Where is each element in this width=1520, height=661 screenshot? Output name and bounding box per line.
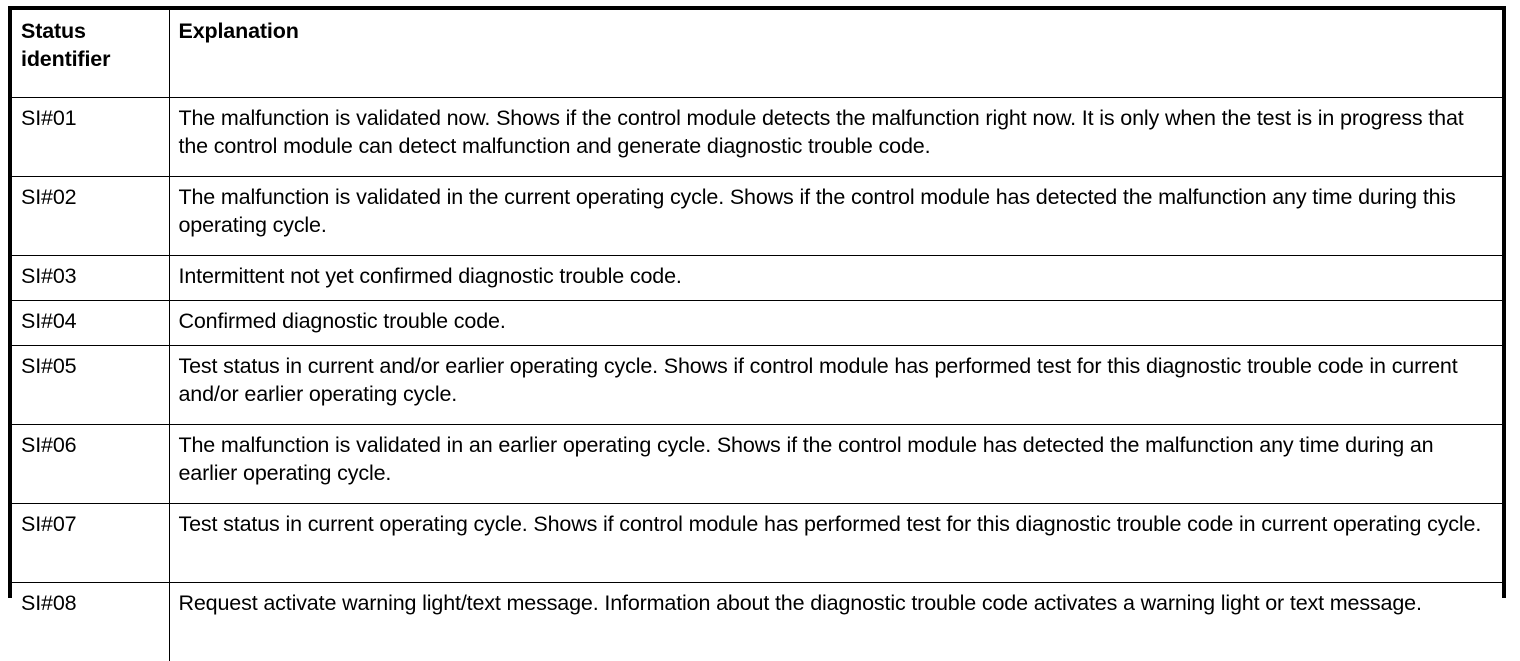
table-header: Status identifier Explanation [12, 10, 1502, 98]
cell-explanation: The malfunction is validated in the curr… [169, 177, 1502, 256]
cell-explanation: The malfunction is validated now. Shows … [169, 98, 1502, 177]
column-header-status-identifier-line2: identifier [21, 45, 161, 73]
cell-status-identifier: SI#03 [12, 256, 169, 301]
status-identifier-table-container: Status identifier Explanation SI#01 The … [8, 6, 1506, 598]
cell-explanation: The malfunction is validated in an earli… [169, 425, 1502, 504]
cell-status-identifier: SI#05 [12, 346, 169, 425]
cell-explanation: Request activate warning light/text mess… [169, 583, 1502, 661]
status-identifier-explanation-table: Status identifier Explanation SI#01 The … [12, 10, 1502, 661]
table-row: SI#05 Test status in current and/or earl… [12, 346, 1502, 425]
column-header-explanation: Explanation [169, 10, 1502, 98]
table-row: SI#07 Test status in current operating c… [12, 504, 1502, 583]
column-header-explanation-line1: Explanation [179, 17, 1495, 45]
cell-explanation: Confirmed diagnostic trouble code. [169, 301, 1502, 346]
column-header-status-identifier: Status identifier [12, 10, 169, 98]
cell-status-identifier: SI#04 [12, 301, 169, 346]
table-row: SI#04 Confirmed diagnostic trouble code. [12, 301, 1502, 346]
cell-explanation: Intermittent not yet confirmed diagnosti… [169, 256, 1502, 301]
cell-status-identifier: SI#08 [12, 583, 169, 661]
table-body: SI#01 The malfunction is validated now. … [12, 98, 1502, 661]
table-row: SI#06 The malfunction is validated in an… [12, 425, 1502, 504]
table-row: SI#08 Request activate warning light/tex… [12, 583, 1502, 661]
cell-status-identifier: SI#02 [12, 177, 169, 256]
table-header-row: Status identifier Explanation [12, 10, 1502, 98]
column-header-status-identifier-line1: Status [21, 17, 161, 45]
cell-status-identifier: SI#01 [12, 98, 169, 177]
table-row: SI#01 The malfunction is validated now. … [12, 98, 1502, 177]
table-row: SI#02 The malfunction is validated in th… [12, 177, 1502, 256]
cell-explanation: Test status in current operating cycle. … [169, 504, 1502, 583]
cell-explanation: Test status in current and/or earlier op… [169, 346, 1502, 425]
cell-status-identifier: SI#06 [12, 425, 169, 504]
table-row: SI#03 Intermittent not yet confirmed dia… [12, 256, 1502, 301]
cell-status-identifier: SI#07 [12, 504, 169, 583]
page: Status identifier Explanation SI#01 The … [0, 0, 1520, 604]
